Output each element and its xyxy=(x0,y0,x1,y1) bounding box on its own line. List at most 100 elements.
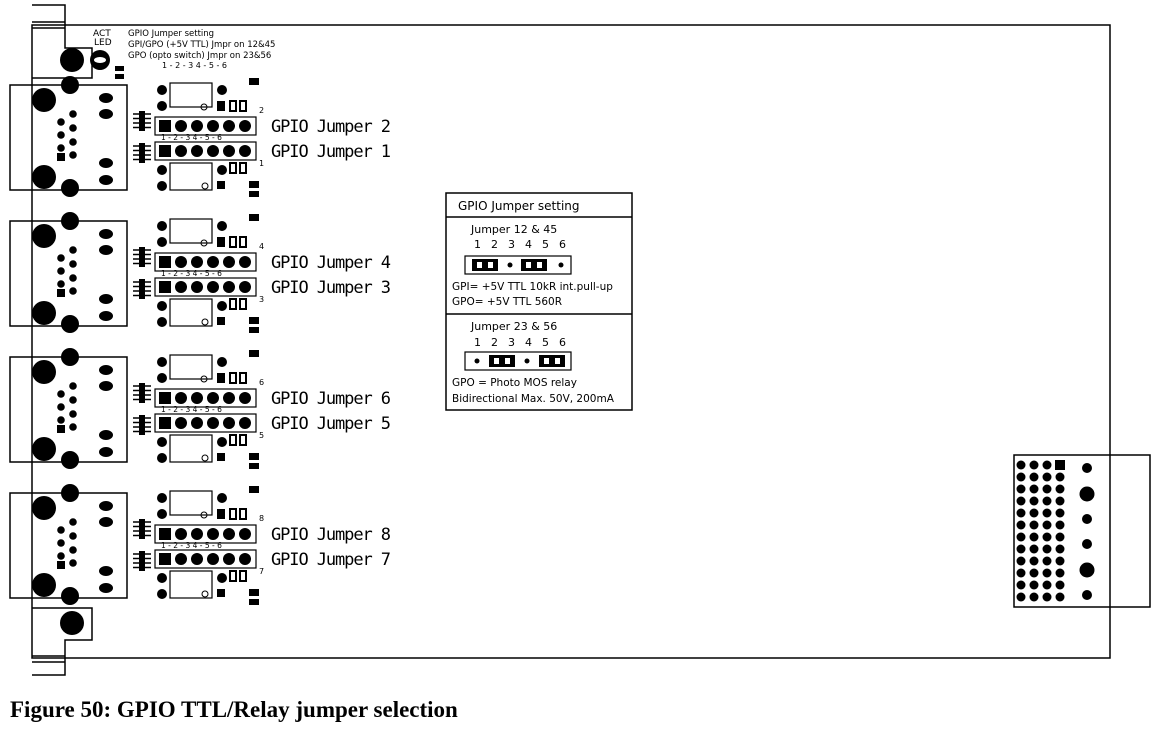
jumper-header xyxy=(154,413,257,433)
relay-pin1-mark xyxy=(201,182,209,190)
relay-pad xyxy=(217,493,227,503)
relay-pad xyxy=(217,573,227,583)
jumper-pin-3 xyxy=(191,281,203,293)
connector-pin xyxy=(1042,460,1052,470)
jumper-pin-2 xyxy=(175,120,187,132)
connector-pin xyxy=(1029,472,1039,482)
jumper-label: GPIO Jumper 8 xyxy=(271,525,391,545)
led-pad xyxy=(99,501,113,511)
connector-pin xyxy=(1016,544,1026,554)
rj45-pin xyxy=(69,138,77,146)
pin-number: 2 xyxy=(491,238,498,251)
rj45-pin xyxy=(57,131,65,139)
smd-pad xyxy=(239,508,247,520)
smd-pad xyxy=(239,434,247,446)
smd-pad xyxy=(229,508,237,520)
connector-mount-hole xyxy=(1082,514,1092,524)
jumper-pin-1 xyxy=(159,145,171,157)
jumper-label: GPIO Jumper 2 xyxy=(271,117,391,137)
smd-pad xyxy=(249,350,259,357)
rj45-pin xyxy=(69,423,77,431)
relay-pad xyxy=(157,101,167,111)
pin-order-label: 1 - 2 - 3 4 - 5 - 6 xyxy=(161,405,222,414)
connector-pin xyxy=(1042,484,1052,494)
smd-pad xyxy=(249,317,259,324)
led-pad xyxy=(99,583,113,593)
rj45-pin xyxy=(69,124,77,132)
smd-pad xyxy=(217,589,225,597)
relay-pin1-mark xyxy=(200,511,208,519)
jumper-pin-4 xyxy=(207,120,219,132)
rj45-hole xyxy=(32,301,56,325)
jumper-label: GPIO Jumper 4 xyxy=(271,253,391,273)
resistor-array-icon xyxy=(133,279,151,299)
smd-pad xyxy=(249,191,259,197)
connector-pin xyxy=(1055,472,1065,482)
rj45-pad xyxy=(61,587,79,605)
connector-pin xyxy=(1016,520,1026,530)
rj45-pin xyxy=(57,526,65,534)
jumper-pin-1 xyxy=(159,281,171,293)
jumper-pin-6 xyxy=(239,281,251,293)
rj45-pad xyxy=(61,76,79,94)
pin-number: 3 xyxy=(508,238,515,251)
jumper-pin-4 xyxy=(207,392,219,404)
relay-pad xyxy=(157,373,167,383)
ic-body xyxy=(139,551,145,571)
connector-pin xyxy=(1029,532,1039,542)
rj45-pin xyxy=(69,274,77,282)
connector-pin xyxy=(1016,580,1026,590)
relay-upper xyxy=(169,218,213,244)
rj45-hole xyxy=(32,360,56,384)
pin-order-label: 1 - 2 - 3 4 - 5 - 6 xyxy=(161,541,222,550)
smd-pad xyxy=(217,181,225,189)
jumper-pin-1 xyxy=(159,120,171,132)
smd-pad xyxy=(249,78,259,85)
rj45-pin xyxy=(69,396,77,404)
top-note-2: GPI/GPO (+5V TTL) Jmpr on 12&45 xyxy=(128,40,275,50)
jumper-pin-2 xyxy=(175,553,187,565)
jumper-pin-6 xyxy=(239,120,251,132)
relay-pad xyxy=(157,181,167,191)
smd-pad xyxy=(249,453,259,460)
jumper-pin-2 xyxy=(175,417,187,429)
relay-upper xyxy=(169,82,213,108)
rj45-pin xyxy=(69,110,77,118)
jumper-pin-6 xyxy=(239,392,251,404)
connector-pin xyxy=(1016,592,1026,602)
gpio-jumper-6: GPIO Jumper 66 xyxy=(154,378,391,409)
rj45-pin-1 xyxy=(57,289,65,297)
relay-line-2: Bidirectional Max. 50V, 200mA xyxy=(452,393,615,405)
rj45-pin xyxy=(57,403,65,411)
rj45-hole xyxy=(32,573,56,597)
relay-pad xyxy=(157,165,167,175)
pin-number: 4 xyxy=(525,336,532,349)
smd-pad xyxy=(249,181,259,188)
resistor-array-icon xyxy=(133,247,151,267)
jumper-pin-5 xyxy=(223,553,235,565)
rj45-pin xyxy=(57,416,65,424)
connector-pin xyxy=(1042,508,1052,518)
jumper-pin-2 xyxy=(175,528,187,540)
relay-pad xyxy=(157,509,167,519)
rj45-pin xyxy=(69,260,77,268)
resistor-array-icon xyxy=(133,415,151,435)
connector-pin xyxy=(1029,544,1039,554)
ic-body xyxy=(139,519,145,539)
bracket-top xyxy=(32,4,93,79)
relay-pad xyxy=(157,453,167,463)
jumper-pin-1 xyxy=(159,256,171,268)
connector-pin xyxy=(1055,544,1065,554)
pin-number: 4 xyxy=(525,238,532,251)
rj45-hole xyxy=(32,496,56,520)
connector-mount-hole xyxy=(1079,486,1095,502)
connector-pin xyxy=(1029,496,1039,506)
pin-number: 5 xyxy=(542,238,549,251)
jumper-label: GPIO Jumper 3 xyxy=(271,278,391,298)
rj45-pin xyxy=(57,118,65,126)
rj45-pin xyxy=(69,559,77,567)
gpio-jumper-4: GPIO Jumper 44 xyxy=(154,242,391,273)
relay-pin1-mark xyxy=(201,454,209,462)
